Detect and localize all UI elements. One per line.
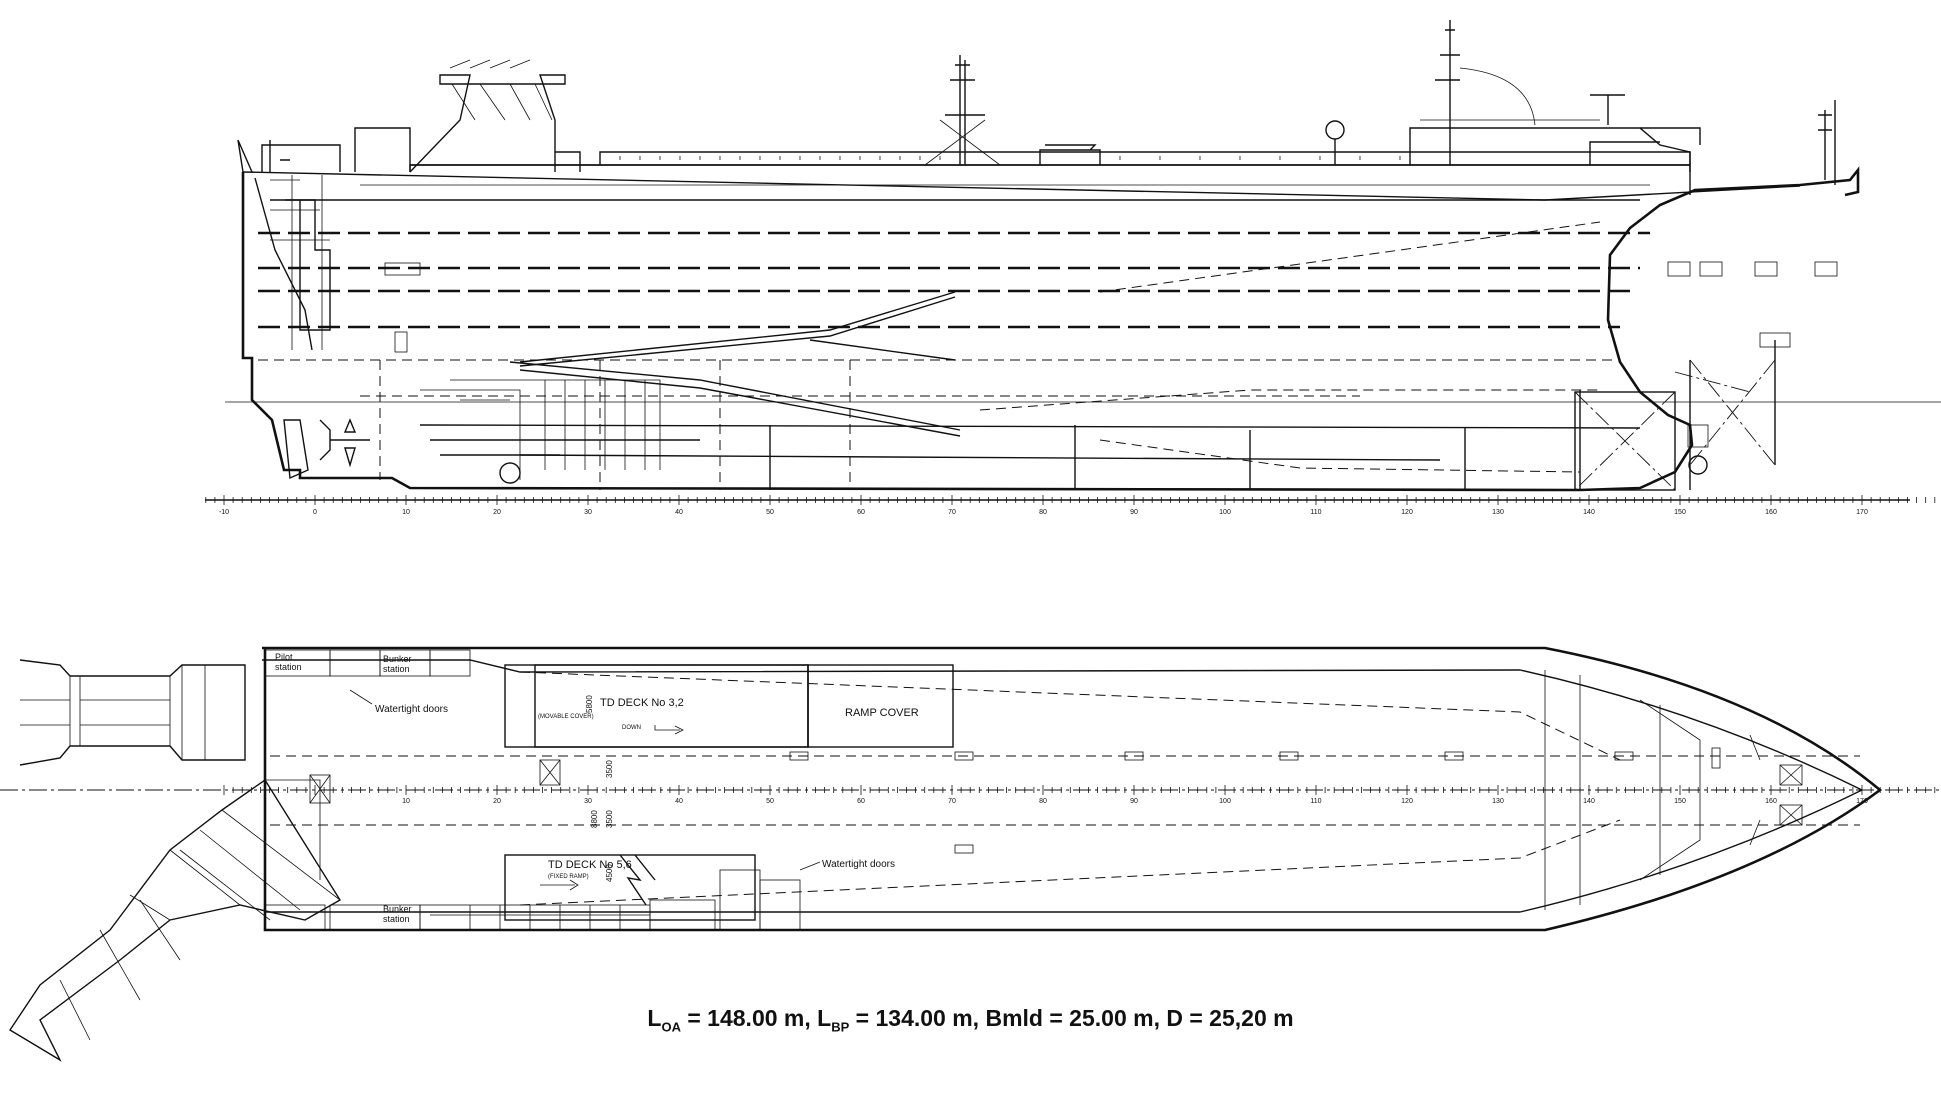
- profile-lifeboat: [1039, 144, 1101, 165]
- plan-frame-label: 120: [1401, 798, 1413, 805]
- plan-frame-label: 50: [766, 798, 774, 805]
- plan-ramp-cover-block: [807, 664, 954, 748]
- plan-frame-label: 40: [675, 798, 683, 805]
- profile-frame-label: 10: [402, 509, 410, 516]
- profile-frame-label: 80: [1039, 509, 1047, 516]
- profile-frame-label: 20: [493, 509, 501, 516]
- label-pilot-station-2: station: [275, 662, 302, 672]
- plan-frame-label: 10: [402, 798, 410, 805]
- label-bunker-station-lower-2: station: [383, 914, 410, 924]
- profile-frame-label: 120: [1401, 509, 1413, 516]
- profile-frame-label: 110: [1310, 509, 1321, 516]
- label-bunker-station: Bunker: [383, 654, 412, 664]
- profile-frame-label: 130: [1492, 509, 1504, 516]
- principal-dimensions-caption: LOA = 148.00 m, LBP = 134.00 m, Bmld = 2…: [0, 1005, 1941, 1035]
- profile-superstructure: [261, 144, 341, 172]
- dim-8800: 8800: [590, 810, 599, 828]
- caption-loa-symbol: L: [647, 1005, 662, 1031]
- profile-weather-deck: [242, 171, 1801, 201]
- dim-5800: 5800: [585, 695, 594, 713]
- profile-propeller: [330, 418, 370, 468]
- profile-frame-label: 40: [675, 509, 683, 516]
- profile-frame-label: 60: [857, 509, 865, 516]
- profile-frame-label: 140: [1583, 509, 1595, 516]
- profile-stern-gantry: [237, 139, 313, 351]
- profile-frame-label: 160: [1765, 509, 1777, 516]
- plan-frame-label: 60: [857, 798, 865, 805]
- profile-frame-label: 170: [1856, 509, 1868, 516]
- profile-internal-ramp-c: [809, 339, 956, 361]
- profile-rudder: [283, 419, 309, 480]
- caption-lbp-subscript: BP: [831, 1019, 850, 1035]
- plan-frame-label: 100: [1219, 798, 1231, 805]
- profile-internal-ramp-a: [519, 291, 956, 363]
- profile-radar-dome: [1325, 120, 1345, 140]
- plan-frame-label: 160: [1765, 798, 1777, 805]
- label-bunker-station-lower: Bunker: [383, 904, 412, 914]
- plan-frame-label: 80: [1039, 798, 1047, 805]
- plan-view: 10 20 30 40 50 60 70 80 90 100 110 120 130 140 150 160 1…: [0, 646, 1941, 1062]
- dim-3500a: 3500: [605, 760, 614, 778]
- profile-shaft-generator: [499, 462, 521, 484]
- plan-td-deck-56-block: [504, 854, 756, 921]
- plan-quarter-ramp-angled: [9, 779, 341, 1062]
- dim-4500: 4500: [605, 864, 614, 882]
- label-watertight-doors-lower: Watertight doors: [822, 859, 895, 870]
- plan-stern-ramp-straight: [19, 659, 246, 766]
- profile-frame-label: -10: [219, 509, 229, 516]
- plan-frame-label: 90: [1130, 798, 1138, 805]
- profile-bow-thruster: [1688, 455, 1708, 475]
- profile-frame-label: 70: [948, 509, 956, 516]
- plan-frame-label: 170: [1856, 798, 1868, 805]
- profile-engine-room: [420, 379, 661, 480]
- profile-frame-label: 150: [1674, 509, 1686, 516]
- caption-lbp-symbol: L: [817, 1005, 832, 1031]
- dim-3500b: 3500: [605, 810, 614, 828]
- plan-frame-label: 20: [493, 798, 501, 805]
- profile-hull-outline: [241, 166, 1860, 492]
- caption-loa-value: = 148.00 m,: [680, 1005, 818, 1031]
- plan-aft-rooms: [264, 649, 801, 931]
- caption-lbp-value: = 134.00 m, Bmld = 25.00 m, D = 25,20 m: [849, 1005, 1294, 1031]
- profile-bridge: [1409, 127, 1691, 195]
- profile-frame-label: 90: [1130, 509, 1138, 516]
- label-bunker-station-2: station: [383, 664, 410, 674]
- label-td-deck-32: TD DECK No 3,2: [600, 697, 684, 709]
- profile-frame-label: 100: [1219, 509, 1231, 516]
- caption-loa-subscript: OA: [661, 1019, 681, 1035]
- plan-frame-label: 150: [1674, 798, 1686, 805]
- label-watertight-doors-upper: Watertight doors: [375, 704, 448, 715]
- plan-frame-label: 110: [1310, 798, 1321, 805]
- profile-view: -10 0 10 20 30 40 50 60 70 80 90 100 110 120 130 140 150…: [205, 20, 1941, 516]
- label-ramp-cover: RAMP COVER: [845, 707, 919, 719]
- profile-window-row: [619, 156, 1401, 160]
- label-down: DOWN: [622, 725, 641, 731]
- label-pilot-station: Pilot: [275, 652, 293, 662]
- plan-frame-label: 30: [584, 798, 592, 805]
- label-fixed-ramp: (FIXED RAMP): [548, 874, 589, 880]
- plan-frame-label: 140: [1583, 798, 1595, 805]
- plan-frame-label: 70: [948, 798, 956, 805]
- profile-aft-mast: [945, 55, 985, 165]
- label-td-deck-56: TD DECK No 5,6: [548, 859, 632, 871]
- plan-frame-label: 130: [1492, 798, 1504, 805]
- label-movable-cover: (MOVABLE COVER): [538, 714, 594, 720]
- plan-bulwark-line: [262, 659, 1864, 913]
- profile-frame-label: 50: [766, 509, 774, 516]
- profile-funnel: [409, 74, 566, 173]
- profile-main-mast: [1435, 20, 1460, 165]
- plan-deck-fittings: [309, 747, 1803, 854]
- profile-frame-label: 0: [313, 509, 317, 516]
- profile-frame-label: 30: [584, 509, 592, 516]
- profile-internal-ramp-b: [509, 361, 961, 431]
